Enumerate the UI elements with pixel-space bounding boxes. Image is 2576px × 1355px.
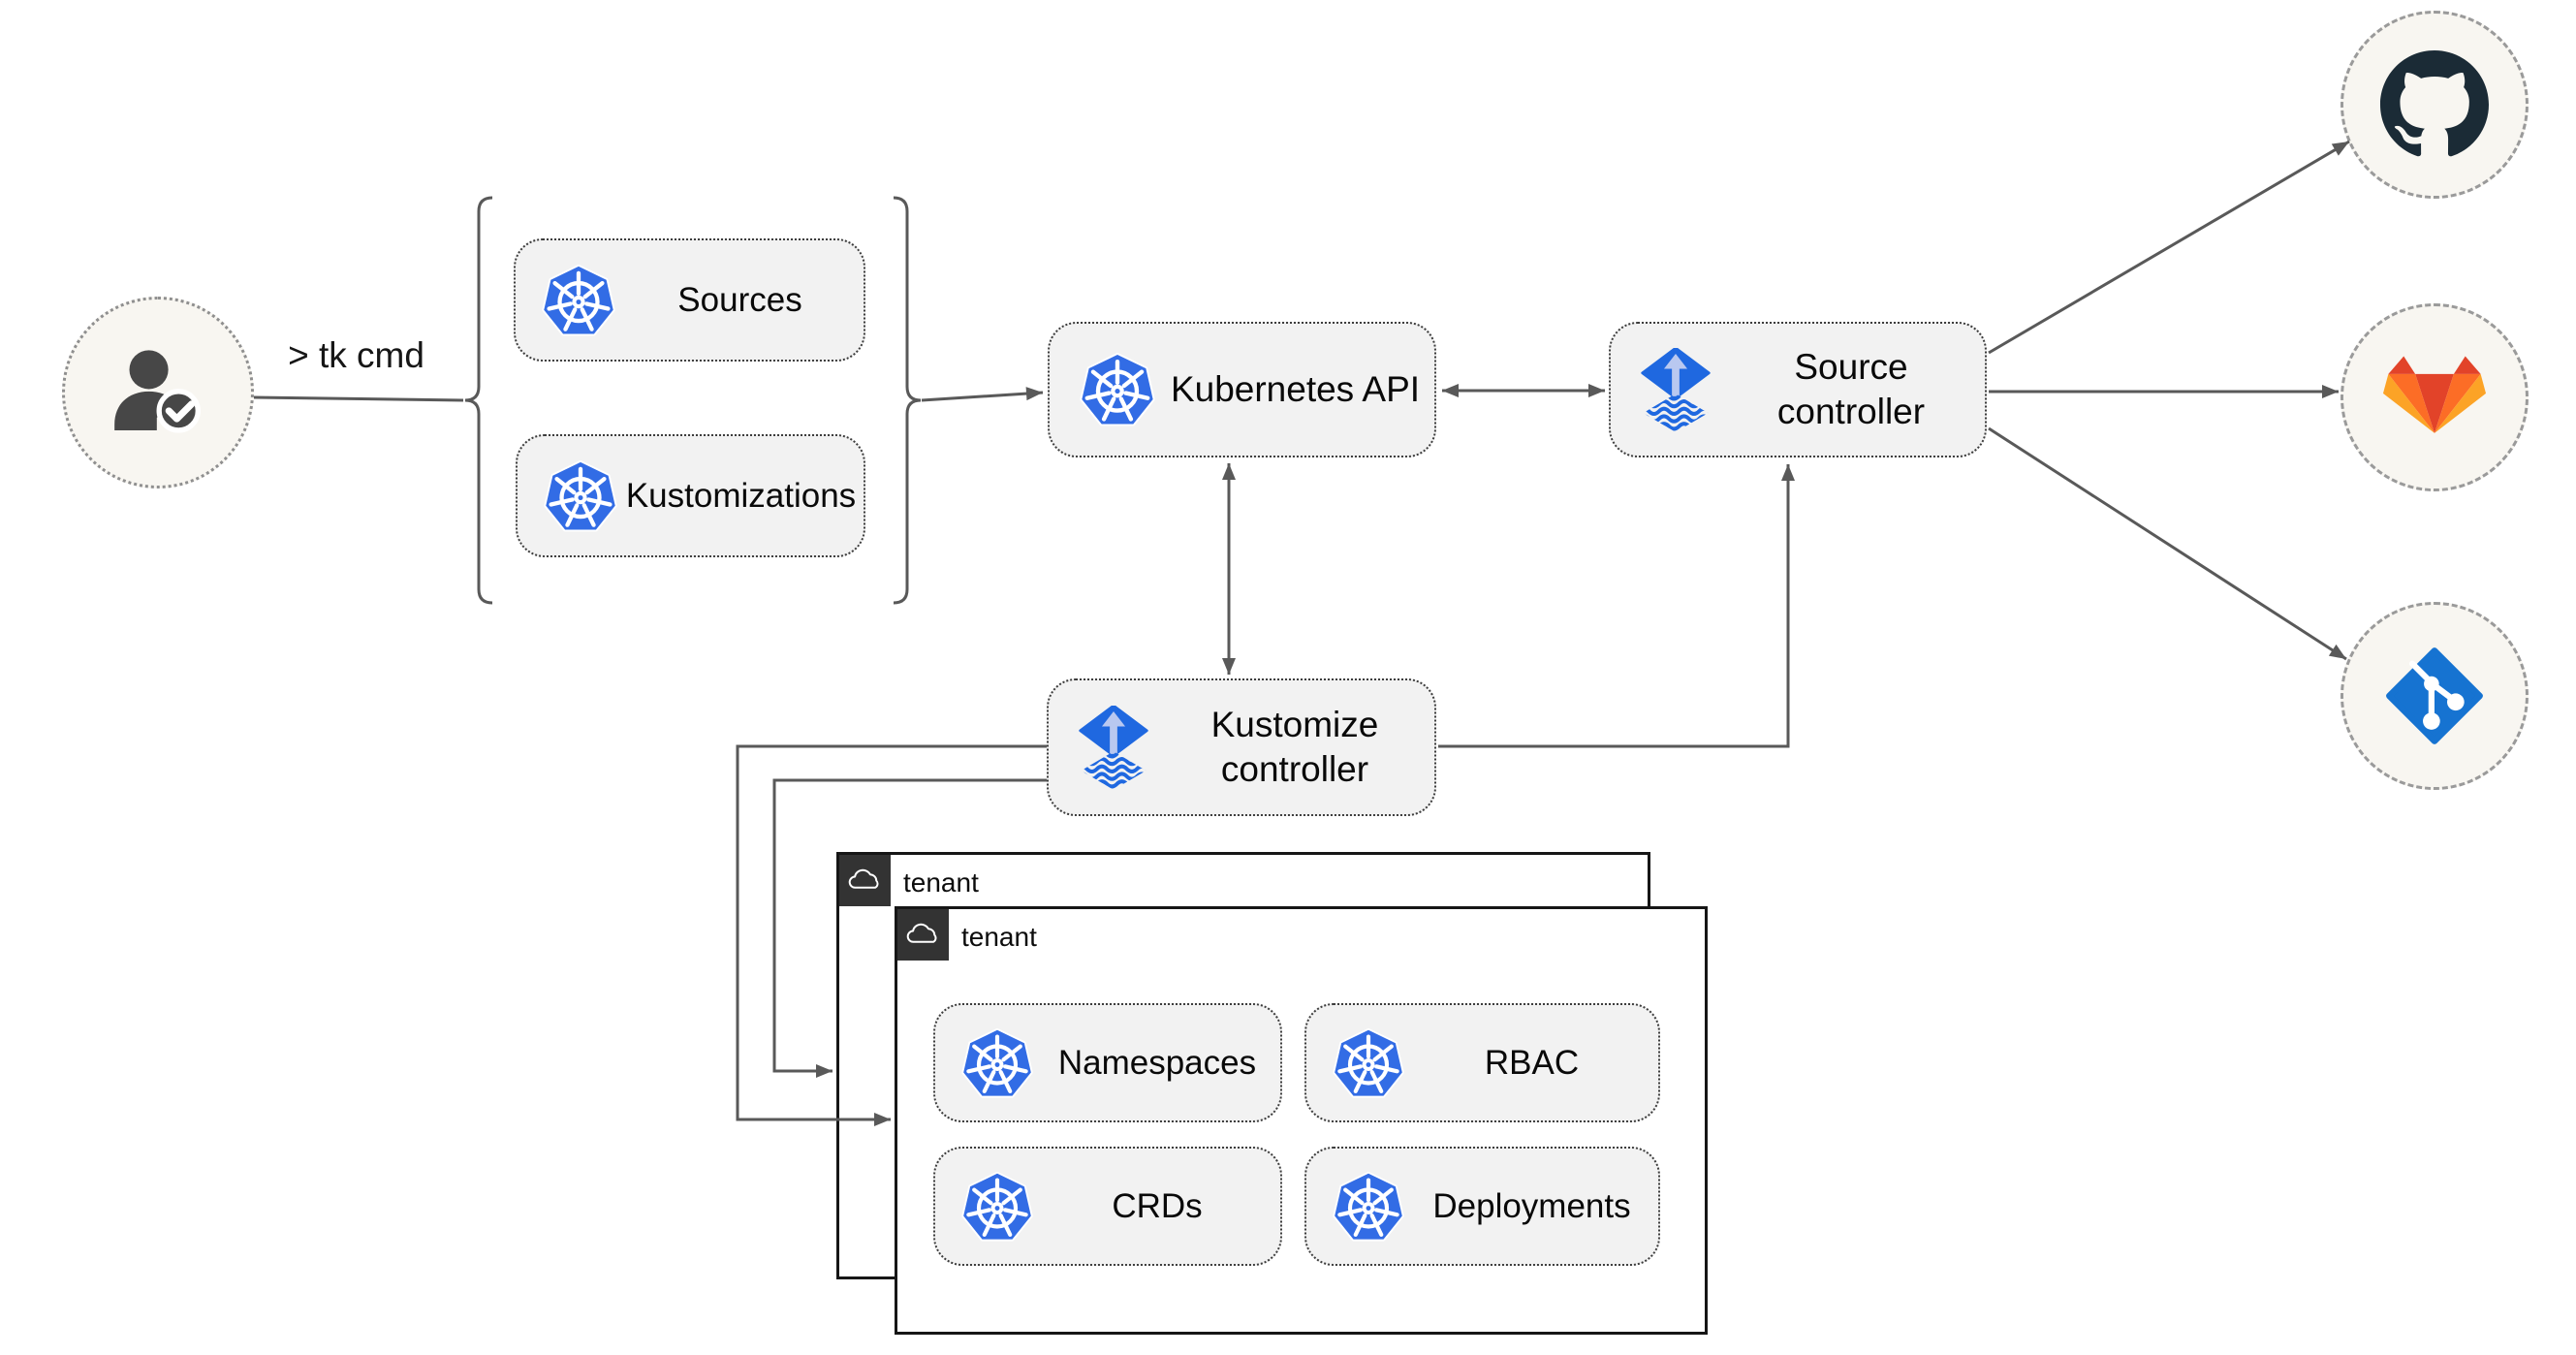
kubernetes-icon <box>1332 1170 1405 1244</box>
edge-source-github <box>1988 140 2350 355</box>
node-kustomize-controller: Kustomize controller <box>1047 678 1436 816</box>
node-label: Source controller <box>1776 346 1926 431</box>
node-label: RBAC <box>1484 1043 1580 1082</box>
node-label: Kustomizations <box>625 476 857 515</box>
node-source-controller: Source controller <box>1609 322 1987 457</box>
github-icon <box>2380 50 2489 159</box>
kubernetes-icon <box>1332 1026 1405 1100</box>
provider-github <box>2340 11 2529 199</box>
edge-source-git <box>1988 426 2347 661</box>
node-kubernetes-api: Kubernetes API <box>1048 322 1436 457</box>
provider-git <box>2340 602 2529 790</box>
git-icon <box>2384 646 2485 746</box>
node-label: Namespaces <box>1057 1043 1257 1082</box>
tenant-tab <box>839 855 891 906</box>
node-rbac: RBAC <box>1304 1003 1660 1122</box>
kubernetes-icon <box>960 1170 1034 1244</box>
edge-kustomize-source <box>1438 464 1795 748</box>
node-crds: CRDs <box>933 1147 1282 1266</box>
edge-user-to-group <box>253 395 464 402</box>
tenant-label: tenant <box>961 922 1037 952</box>
kubernetes-icon <box>541 263 616 338</box>
tenant-label: tenant <box>903 867 979 898</box>
flux-icon <box>1634 338 1717 441</box>
user-avatar <box>62 297 254 488</box>
tenant-tab <box>897 909 949 961</box>
gitlab-icon <box>2382 355 2487 440</box>
node-label: Kustomize controller <box>1210 704 1379 789</box>
node-label: Sources <box>677 280 802 319</box>
right-curly-bracket <box>893 196 922 605</box>
node-kustomizations: Kustomizations <box>516 434 865 557</box>
node-label: Kubernetes API <box>1170 368 1421 409</box>
left-curly-bracket <box>464 196 493 605</box>
node-label: CRDs <box>1112 1186 1203 1225</box>
cli-command-label: > tk cmd <box>288 335 424 375</box>
kubernetes-icon <box>960 1026 1034 1100</box>
cloud-icon <box>906 923 941 948</box>
kubernetes-icon <box>1079 351 1156 428</box>
node-sources: Sources <box>514 238 865 362</box>
provider-gitlab <box>2340 303 2529 491</box>
tenant-box-front: tenant Namespaces RBAC CRDs Deployments <box>895 906 1708 1335</box>
node-label: Deployments <box>1432 1186 1631 1225</box>
node-deployments: Deployments <box>1304 1147 1660 1266</box>
cloud-icon <box>848 868 883 894</box>
flux-icon <box>1072 696 1155 799</box>
kubernetes-icon <box>543 458 618 534</box>
user-check-icon <box>101 335 215 450</box>
node-namespaces: Namespaces <box>933 1003 1282 1122</box>
edge-group-to-api <box>921 387 1044 402</box>
